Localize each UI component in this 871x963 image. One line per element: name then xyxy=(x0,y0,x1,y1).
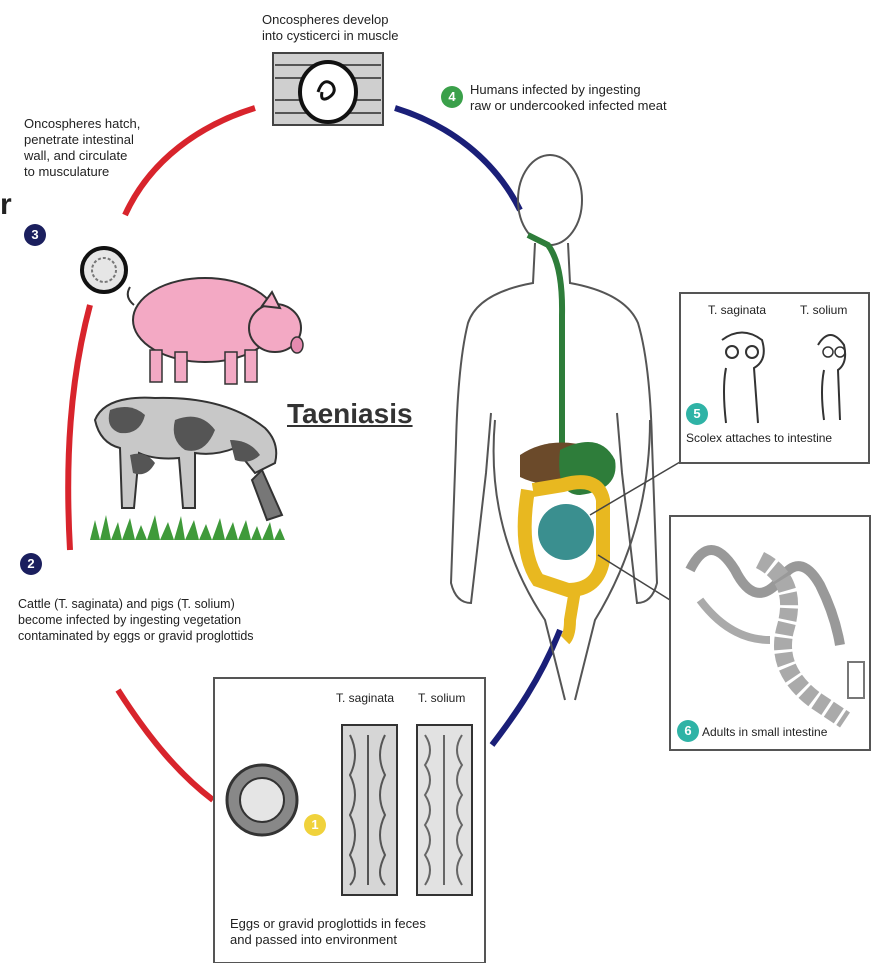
stage-3-caption-line: penetrate intestinal xyxy=(24,132,140,148)
stage-3-caption: Oncospheres hatch, penetrate intestinal … xyxy=(24,116,140,180)
stage-4-caption-line: Humans infected by ingesting xyxy=(470,82,667,98)
stage-2-caption-line: Cattle (T. saginata) and pigs (T. solium… xyxy=(18,596,254,612)
stage-2-caption-line: contaminated by eggs or gravid proglotti… xyxy=(18,628,254,644)
cycle-arc-blue-bottom xyxy=(492,630,560,745)
stage-4-badge: 4 xyxy=(441,86,463,108)
cycle-arc-red-bottom xyxy=(118,690,213,800)
pig-illustration xyxy=(128,278,303,384)
top-caption-line: into cysticerci in muscle xyxy=(262,28,399,44)
stage-1-caption-line: and passed into environment xyxy=(230,932,426,948)
stage-2-caption-line: become infected by ingesting vegetation xyxy=(18,612,254,628)
diagram-title: Taeniasis xyxy=(287,398,413,430)
stage-1-badge: 1 xyxy=(304,814,326,836)
human-body-illustration xyxy=(451,155,657,700)
stage-5-badge: 5 xyxy=(686,403,708,425)
cow-illustration xyxy=(90,398,285,540)
proglottid-label-solium: T. solium xyxy=(418,690,465,706)
stage-5-caption: Scolex attaches to intestine xyxy=(686,430,866,446)
stage-4-caption-line: raw or undercooked infected meat xyxy=(470,98,667,114)
stage-3-badge: 3 xyxy=(24,224,46,246)
stage-1-caption: Eggs or gravid proglottids in feces and … xyxy=(230,916,426,948)
stage-3-caption-line: to musculature xyxy=(24,164,140,180)
proglottid-label-saginata: T. saginata xyxy=(336,690,394,706)
stage-3-caption-line: Oncospheres hatch, xyxy=(24,116,140,132)
stage-2-badge: 2 xyxy=(20,553,42,575)
stage-6-caption: Adults in small intestine xyxy=(702,724,867,740)
oncosphere-illustration xyxy=(82,248,126,292)
stage-3-caption-line: wall, and circulate xyxy=(24,148,140,164)
edge-text-fragment: r xyxy=(0,188,12,222)
stage-6-badge: 6 xyxy=(677,720,699,742)
top-caption-line: Oncospheres develop xyxy=(262,12,399,28)
scolex-label-saginata: T. saginata xyxy=(708,302,766,318)
small-intestine xyxy=(538,504,594,560)
scolex-label-solium: T. solium xyxy=(800,302,847,318)
esophagus xyxy=(528,235,582,465)
top-caption: Oncospheres develop into cysticerci in m… xyxy=(262,12,399,44)
rectum xyxy=(565,590,575,640)
stage-1-caption-line: Eggs or gravid proglottids in feces xyxy=(230,916,426,932)
adult-worms-box xyxy=(670,516,870,750)
cycle-arc-blue-top xyxy=(395,108,520,210)
stage-4-caption: Humans infected by ingesting raw or unde… xyxy=(470,82,667,114)
cycle-arc-red-left xyxy=(68,305,90,550)
stage-2-caption: Cattle (T. saginata) and pigs (T. solium… xyxy=(18,596,254,644)
muscle-cyst-illustration xyxy=(273,53,383,125)
cycle-arc-red-top xyxy=(125,108,255,215)
